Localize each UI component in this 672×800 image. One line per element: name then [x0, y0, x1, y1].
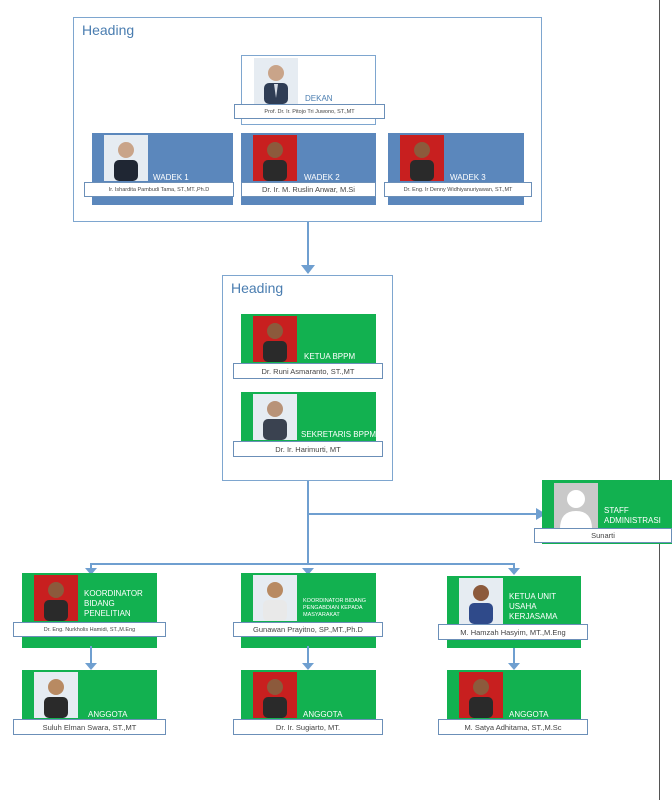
anggota-pengabdian-name: Dr. Ir. Sugiarto, MT. — [233, 719, 383, 735]
staff-admin-name: Sunarti — [534, 528, 672, 543]
ketua-bppm-role: KETUA BPPM — [304, 352, 355, 362]
dekan-role: DEKAN — [305, 94, 333, 104]
dekan-photo — [254, 58, 298, 104]
arrowhead-icon — [301, 265, 315, 275]
arrowhead-icon — [508, 568, 520, 576]
sekretaris-bppm-role: SEKRETARIS BPPM — [301, 430, 376, 440]
wadek-3-name: Dr. Eng. Ir Denny Widhiyanuriyawan, ST.,… — [384, 182, 532, 197]
anggota-unit-name: M. Satya Adhitama, ST.,M.Sc — [438, 719, 588, 735]
edge-middle-down — [307, 481, 309, 565]
wadek-1-photo — [104, 135, 148, 181]
top-group-heading: Heading — [82, 22, 134, 38]
edge-top-to-middle — [307, 222, 309, 267]
page-border-line — [659, 0, 660, 800]
ketua-unit-role: KETUA UNIT USAHA KERJASAMA — [509, 592, 565, 622]
anggota-pengabdian-photo — [253, 672, 297, 718]
sekretaris-bppm-photo — [253, 394, 297, 440]
ketua-bppm-name: Dr. Runi Asmaranto, ST.,MT — [233, 363, 383, 379]
wadek-2-name: Dr. Ir. M. Ruslin Anwar, M.Si — [241, 182, 376, 197]
wadek-3-photo — [400, 135, 444, 181]
wadek-2-photo — [253, 135, 297, 181]
anggota-unit-photo — [459, 672, 503, 718]
ketua-unit-name: M. Hamzah Hasyim, MT.,M.Eng — [438, 624, 588, 640]
ketua-unit-photo — [459, 578, 503, 624]
sekretaris-bppm-name: Dr. Ir. Harimurti, MT — [233, 441, 383, 457]
koordinator-penelitian-photo — [34, 575, 78, 621]
koordinator-penelitian-name: Dr. Eng. Nurkholis Hamidi, ST.,M.Eng — [13, 622, 166, 637]
koordinator-pengabdian-name: Gunawan Prayitno, SP.,MT.,Ph.D — [233, 622, 383, 637]
koordinator-pengabdian-role: KOORDINATOR BIDANG PENGABDIAN KEPADA MAS… — [303, 598, 373, 619]
anggota-penelitian-photo — [34, 672, 78, 718]
anggota-penelitian-name: Suluh Elman Swara, ST.,MT — [13, 719, 166, 735]
dekan-name: Prof. Dr. Ir. Pitojo Tri Juwono, ST.,MT — [234, 104, 385, 119]
bppm-group-heading: Heading — [231, 280, 283, 296]
koordinator-pengabdian-photo — [253, 575, 297, 621]
wadek-1-name: Ir. Ishardita Pambudi Tama, ST.,MT.,Ph.D — [84, 182, 234, 197]
edge-branch-horizontal — [90, 563, 515, 565]
ketua-bppm-photo — [253, 316, 297, 362]
edge-to-staff — [307, 513, 542, 515]
staff-admin-photo — [554, 483, 598, 529]
koordinator-penelitian-role: KOORDINATOR BIDANG PENELITIAN — [84, 589, 150, 619]
staff-admin-role: STAFF ADMINISTRASI — [604, 506, 666, 526]
